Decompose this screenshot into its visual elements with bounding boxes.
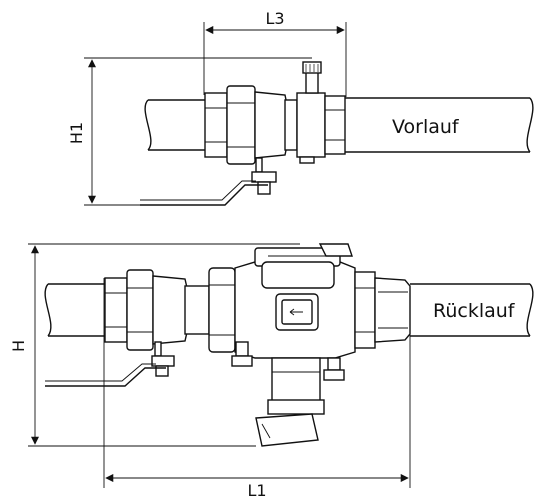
supply-pipe-left xyxy=(144,99,205,151)
dimension-l3: L3 xyxy=(203,9,347,97)
return-drain-right xyxy=(323,357,345,381)
supply-test-cap xyxy=(302,61,322,74)
dimension-h-label: H xyxy=(9,340,28,352)
supply-lever-handle xyxy=(140,157,277,206)
supply-pipe-right xyxy=(345,97,534,153)
supply-measuring-body xyxy=(296,92,326,158)
return-stem-collar xyxy=(267,399,325,415)
dimension-h1-label: H1 xyxy=(67,122,86,144)
return-right-nut xyxy=(354,271,376,349)
supply-ball-housing xyxy=(226,85,256,165)
supply-valve-bulb xyxy=(254,91,290,159)
return-pipe-left xyxy=(44,283,105,337)
return-left-nut xyxy=(104,277,128,343)
return-actuator xyxy=(255,413,319,447)
supply-neck xyxy=(284,99,298,151)
dimension-l1: L1 xyxy=(103,278,411,500)
return-valve-assembly xyxy=(44,243,534,447)
supply-drain-plug xyxy=(299,156,315,164)
return-ball-housing xyxy=(126,269,154,351)
dimension-h: H xyxy=(9,243,300,447)
dimension-l3-label: L3 xyxy=(265,9,284,28)
label-vorlauf: Vorlauf xyxy=(392,116,460,138)
return-union xyxy=(374,277,411,343)
supply-left-nut xyxy=(204,92,228,158)
dimension-l1-label: L1 xyxy=(247,481,266,500)
flow-direction-arrow-icon xyxy=(289,308,303,316)
dimension-h1: H1 xyxy=(67,57,312,206)
return-connector xyxy=(184,285,210,335)
return-pipe-right xyxy=(410,283,534,337)
supply-valve-assembly xyxy=(140,61,534,206)
return-cap-lid xyxy=(318,243,353,257)
supply-test-nipple xyxy=(305,71,319,94)
return-hex-nut-left xyxy=(208,267,236,353)
return-valve-bulb xyxy=(152,275,190,345)
return-cap-frame xyxy=(261,261,335,289)
supply-right-nut xyxy=(324,95,346,155)
label-ruecklauf: Rücklauf xyxy=(433,300,516,322)
return-lever-handle xyxy=(45,341,175,387)
return-drain-left xyxy=(231,341,253,367)
